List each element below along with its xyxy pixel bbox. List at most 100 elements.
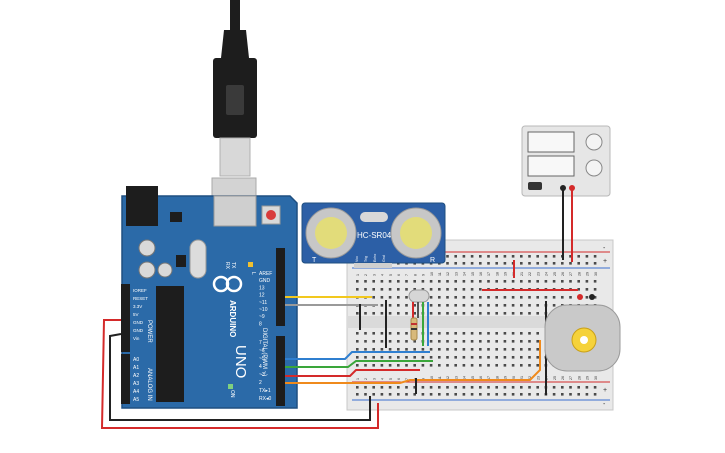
breadboard-hole[interactable] bbox=[470, 332, 474, 335]
breadboard-hole[interactable] bbox=[479, 304, 482, 307]
breadboard-hole[interactable] bbox=[520, 393, 523, 396]
power-supply-icon[interactable] bbox=[521, 125, 611, 197]
breadboard-hole[interactable] bbox=[470, 262, 474, 265]
breadboard-hole[interactable] bbox=[495, 255, 498, 258]
breadboard-hole[interactable] bbox=[528, 340, 531, 343]
breadboard-hole[interactable] bbox=[438, 296, 441, 299]
breadboard-hole[interactable] bbox=[520, 386, 523, 389]
breadboard-hole[interactable] bbox=[487, 340, 490, 343]
breadboard-hole[interactable] bbox=[520, 296, 523, 299]
breadboard-hole[interactable] bbox=[593, 393, 597, 396]
breadboard-hole[interactable] bbox=[577, 262, 580, 265]
breadboard-hole[interactable] bbox=[462, 364, 466, 367]
breadboard-hole[interactable] bbox=[356, 364, 359, 367]
breadboard-hole[interactable] bbox=[495, 348, 498, 351]
rgb-led-icon[interactable] bbox=[408, 289, 430, 318]
breadboard-hole[interactable] bbox=[470, 364, 474, 367]
breadboard-hole[interactable] bbox=[487, 262, 490, 265]
breadboard-hole[interactable] bbox=[462, 356, 466, 359]
breadboard-hole[interactable] bbox=[454, 280, 457, 283]
breadboard-hole[interactable] bbox=[462, 348, 466, 351]
breadboard-hole[interactable] bbox=[487, 393, 490, 396]
breadboard-hole[interactable] bbox=[356, 280, 359, 283]
breadboard-hole[interactable] bbox=[380, 296, 384, 299]
breadboard-hole[interactable] bbox=[454, 393, 457, 396]
breadboard-hole[interactable] bbox=[462, 304, 466, 307]
breadboard-hole[interactable] bbox=[495, 332, 498, 335]
breadboard-hole[interactable] bbox=[577, 255, 580, 258]
breadboard-hole[interactable] bbox=[421, 288, 425, 291]
breadboard-hole[interactable] bbox=[593, 386, 597, 389]
breadboard-hole[interactable] bbox=[388, 288, 392, 291]
breadboard-hole[interactable] bbox=[585, 280, 589, 283]
breadboard-hole[interactable] bbox=[503, 356, 507, 359]
breadboard-hole[interactable] bbox=[470, 280, 474, 283]
breadboard-hole[interactable] bbox=[503, 386, 507, 389]
breadboard-hole[interactable] bbox=[487, 364, 490, 367]
breadboard-hole[interactable] bbox=[364, 386, 367, 389]
breadboard-hole[interactable] bbox=[585, 262, 589, 265]
breadboard-hole[interactable] bbox=[577, 393, 580, 396]
breadboard-hole[interactable] bbox=[593, 255, 597, 258]
breadboard-hole[interactable] bbox=[487, 296, 490, 299]
breadboard-hole[interactable] bbox=[438, 364, 441, 367]
breadboard-hole[interactable] bbox=[479, 356, 482, 359]
breadboard-hole[interactable] bbox=[438, 304, 441, 307]
breadboard-hole[interactable] bbox=[544, 280, 548, 283]
breadboard-hole[interactable] bbox=[438, 348, 441, 351]
breadboard-hole[interactable] bbox=[536, 255, 539, 258]
breadboard-hole[interactable] bbox=[356, 348, 359, 351]
breadboard-hole[interactable] bbox=[397, 364, 400, 367]
breadboard-hole[interactable] bbox=[520, 304, 523, 307]
breadboard-hole[interactable] bbox=[495, 393, 498, 396]
breadboard-hole[interactable] bbox=[503, 364, 507, 367]
breadboard-hole[interactable] bbox=[561, 386, 564, 389]
breadboard-hole[interactable] bbox=[446, 288, 449, 291]
breadboard-hole[interactable] bbox=[495, 262, 498, 265]
breadboard-hole[interactable] bbox=[585, 255, 589, 258]
breadboard-hole[interactable] bbox=[593, 280, 597, 283]
breadboard-hole[interactable] bbox=[511, 348, 515, 351]
breadboard-hole[interactable] bbox=[487, 255, 490, 258]
breadboard-hole[interactable] bbox=[487, 386, 490, 389]
breadboard-hole[interactable] bbox=[503, 332, 507, 335]
breadboard-hole[interactable] bbox=[495, 296, 498, 299]
breadboard-hole[interactable] bbox=[552, 280, 556, 283]
breadboard-hole[interactable] bbox=[388, 364, 392, 367]
breadboard-hole[interactable] bbox=[462, 386, 466, 389]
analog-header[interactable] bbox=[121, 354, 130, 404]
breadboard-hole[interactable] bbox=[487, 280, 490, 283]
breadboard-hole[interactable] bbox=[397, 356, 400, 359]
breadboard-hole[interactable] bbox=[380, 280, 384, 283]
breadboard-hole[interactable] bbox=[388, 340, 392, 343]
breadboard-hole[interactable] bbox=[438, 332, 441, 335]
breadboard-hole[interactable] bbox=[585, 386, 589, 389]
breadboard-hole[interactable] bbox=[405, 356, 408, 359]
breadboard-hole[interactable] bbox=[454, 304, 457, 307]
breadboard-hole[interactable] bbox=[397, 348, 400, 351]
breadboard-hole[interactable] bbox=[380, 288, 384, 291]
breadboard-hole[interactable] bbox=[511, 364, 515, 367]
breadboard-hole[interactable] bbox=[569, 262, 572, 265]
breadboard-hole[interactable] bbox=[446, 348, 449, 351]
breadboard-hole[interactable] bbox=[429, 296, 433, 299]
breadboard-hole[interactable] bbox=[511, 393, 515, 396]
breadboard-hole[interactable] bbox=[364, 288, 367, 291]
breadboard-hole[interactable] bbox=[593, 296, 597, 299]
breadboard-hole[interactable] bbox=[536, 280, 539, 283]
breadboard-hole[interactable] bbox=[421, 280, 425, 283]
breadboard-hole[interactable] bbox=[536, 356, 539, 359]
breadboard-hole[interactable] bbox=[495, 280, 498, 283]
breadboard-hole[interactable] bbox=[364, 280, 367, 283]
breadboard-hole[interactable] bbox=[356, 386, 359, 389]
breadboard-hole[interactable] bbox=[372, 340, 375, 343]
breadboard-hole[interactable] bbox=[495, 312, 498, 315]
breadboard-hole[interactable] bbox=[503, 304, 507, 307]
breadboard-hole[interactable] bbox=[388, 312, 392, 315]
breadboard-hole[interactable] bbox=[372, 288, 375, 291]
breadboard-hole[interactable] bbox=[372, 364, 375, 367]
breadboard-hole[interactable] bbox=[528, 255, 531, 258]
breadboard-hole[interactable] bbox=[536, 340, 539, 343]
breadboard-hole[interactable] bbox=[503, 255, 507, 258]
